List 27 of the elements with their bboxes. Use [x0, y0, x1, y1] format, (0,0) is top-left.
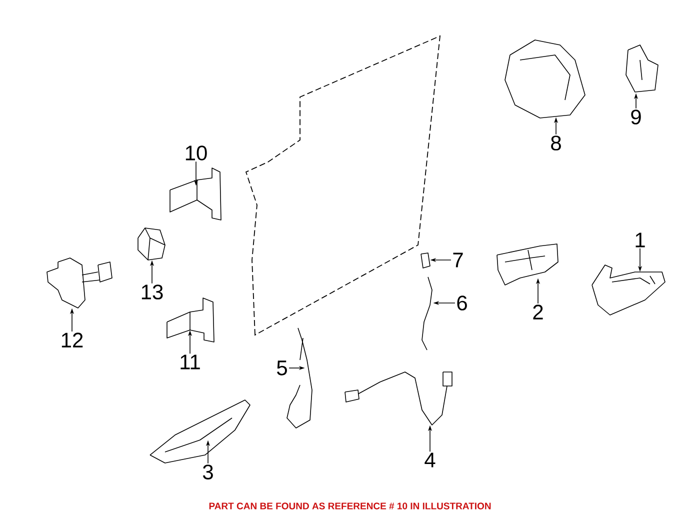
- callout-number: 5: [277, 360, 287, 376]
- callout-number: 8: [551, 136, 561, 150]
- callout-number: 4: [424, 452, 436, 468]
- part-drawing: [496, 244, 558, 286]
- part-drawing: [592, 264, 666, 316]
- callout-number: 7: [453, 252, 463, 268]
- callout-number: 1: [636, 232, 645, 248]
- caption: PART CAN BE FOUND AS REFERENCE # 10 IN ILLUSTRATION: [209, 502, 491, 510]
- callout-number: 2: [533, 304, 543, 320]
- part-drawing: [420, 252, 430, 268]
- callout-number: 9: [631, 110, 641, 124]
- callout-number: 12: [62, 332, 83, 348]
- callout-number: 6: [457, 296, 467, 310]
- callout-number: 10: [186, 146, 207, 160]
- part-drawing: [170, 168, 222, 220]
- part-drawing: [166, 298, 214, 342]
- part-drawing: [422, 276, 432, 350]
- part-drawing: [46, 258, 112, 308]
- callout-number: 3: [202, 464, 213, 480]
- callout-number: 11: [180, 354, 200, 370]
- part-drawing: [150, 400, 250, 464]
- part-drawing: [138, 228, 166, 260]
- part-drawing: [286, 328, 312, 428]
- callout-number: 13: [142, 284, 163, 300]
- part-drawing: [626, 44, 658, 92]
- part-drawing: [344, 372, 452, 426]
- part-drawing: [504, 40, 586, 118]
